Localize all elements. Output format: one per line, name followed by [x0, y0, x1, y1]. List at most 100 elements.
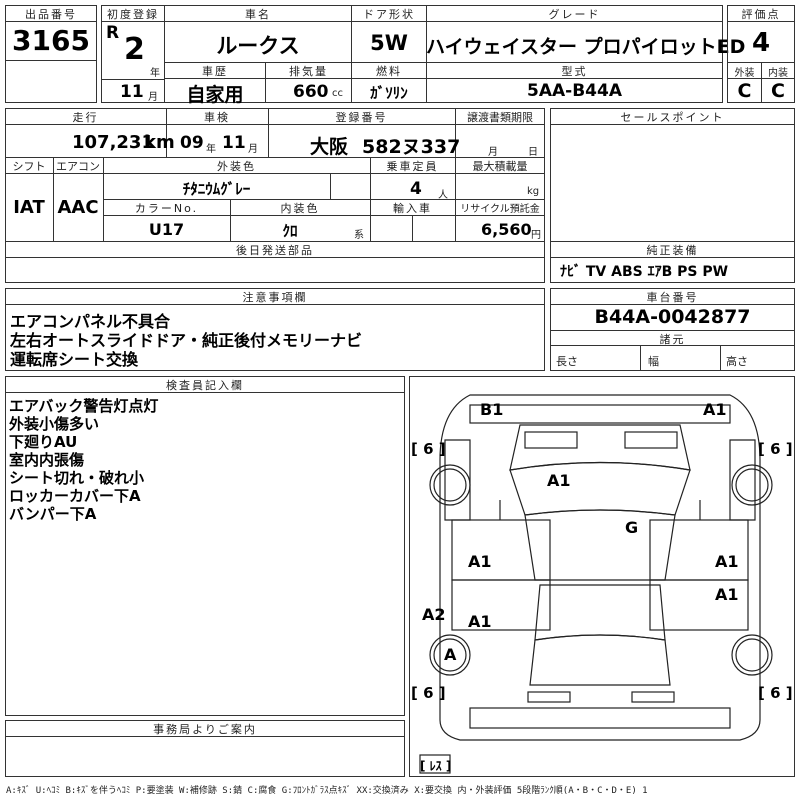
front-bumper	[469, 404, 731, 424]
inspector-line: 室内内張傷	[9, 451, 85, 469]
plate-area: 大阪	[310, 136, 349, 158]
damage-mark: A1	[547, 471, 571, 490]
right-front-fender	[729, 439, 756, 521]
right-front-door	[649, 519, 749, 581]
spare-box	[419, 754, 451, 774]
transfer-month: 月	[488, 147, 498, 158]
tire-tread-rear-right: [ 6 ]	[758, 684, 793, 702]
color-no-label: カラーNo.	[134, 202, 199, 215]
damage-mark: A1	[468, 552, 492, 571]
plate-number: 582ヌ337	[362, 136, 461, 158]
int-grade-label: 内装	[768, 68, 788, 79]
inspection-month: 11	[222, 133, 246, 153]
left-front-door	[451, 519, 551, 581]
reg-month: 11	[120, 82, 144, 102]
damage-mark: A1	[715, 585, 739, 604]
car-name: ルークス	[216, 34, 300, 58]
reg-year: 2	[124, 32, 145, 67]
damage-mark: A1	[703, 400, 727, 419]
mileage: 107,231	[72, 132, 154, 153]
notes-frame	[5, 288, 545, 371]
inspection-label: 車検	[204, 111, 230, 124]
transfer-day: 日	[528, 147, 538, 158]
inspector-label: 検査員記入欄	[166, 379, 244, 392]
tire-tread-rear-left: [ 6 ]	[411, 684, 446, 702]
damage-mark: A1	[468, 612, 492, 631]
capacity-unit: 人	[438, 190, 448, 201]
model: 5AA-B44A	[527, 81, 622, 101]
tire-tread-front-left: [ 6 ]	[411, 440, 446, 458]
height-label: 高さ	[726, 355, 748, 368]
load-label: 最大積載量	[472, 160, 528, 173]
model-label: 型式	[561, 65, 588, 78]
int-color-unit: 系	[354, 230, 364, 241]
fuel: ｶﾞｿﾘﾝ	[370, 84, 408, 102]
later-parts-label: 後日発送部品	[236, 244, 314, 257]
damage-mark: A	[444, 645, 457, 664]
tire-tread-front-right: [ 6 ]	[758, 440, 793, 458]
grade: ハイウェイスター プロパイロットED	[426, 36, 746, 58]
roof	[524, 509, 676, 581]
inspector-line: シート切れ・破れ小	[9, 469, 145, 487]
inspector-frame	[5, 376, 405, 716]
inspector-line: 外装小傷多い	[9, 415, 100, 433]
recycle-unit: 円	[531, 230, 541, 241]
spare-tire: [ ﾚｽ ]	[420, 759, 452, 773]
car-body-outline	[439, 394, 761, 741]
wheel-front-left-inner	[433, 468, 467, 502]
wheel-front-right	[731, 464, 773, 506]
capacity: 4	[410, 179, 422, 199]
office-frame	[5, 720, 405, 777]
wheel-rear-right-inner	[735, 638, 769, 672]
displacement-unit: cc	[332, 88, 343, 99]
front-grille-2	[624, 431, 678, 449]
inspector-line: 下廻りAU	[9, 433, 78, 451]
damage-mark: A1	[715, 552, 739, 571]
doors-label: ドア形状	[363, 8, 415, 21]
displacement-label: 排気量	[289, 65, 328, 78]
ac-label: エアコン	[56, 160, 100, 173]
history: 自家用	[186, 84, 244, 106]
wheel-rear-left	[429, 634, 471, 676]
windshield	[509, 461, 691, 516]
lot-number-label: 出品番号	[25, 8, 77, 21]
era-letter: R	[106, 23, 120, 43]
equipment-label: 純正装備	[646, 244, 699, 257]
rear-bumper	[469, 707, 731, 729]
specs-label: 諸元	[659, 333, 686, 346]
chassis-frame	[550, 288, 795, 371]
ext-grade: C	[737, 80, 752, 102]
notes-line: 左右オートスライドドア・純正後付メモリーナビ	[10, 331, 363, 350]
color-label: 外装色	[217, 160, 256, 173]
inspector-line: ロッカーカバー下A	[9, 487, 141, 505]
chassis-label: 車台番号	[646, 291, 699, 304]
right-rear-door	[649, 579, 749, 631]
sales-point-frame	[550, 108, 795, 283]
equipment: ﾅﾋﾞ TV ABS ｴｱB PS PW	[560, 264, 729, 280]
ac: AAC	[57, 197, 99, 218]
recycle: 6,560	[481, 220, 532, 239]
displacement: 660	[293, 82, 329, 102]
mileage-label: 走行	[72, 111, 99, 124]
fuel-label: 燃料	[376, 65, 402, 78]
model-cell	[426, 62, 723, 103]
car-diagram-frame	[409, 376, 795, 777]
score: 4	[751, 28, 771, 58]
car-name-label: 車名	[245, 8, 271, 21]
width-label: 幅	[648, 355, 659, 368]
notes-label: 注意事項欄	[242, 291, 308, 304]
damage-mark: B1	[480, 400, 504, 419]
import-label: 輸入車	[393, 202, 432, 215]
color-no: U17	[148, 220, 185, 239]
plate-label: 登録番号	[335, 111, 388, 124]
notes-line: 運転席シート交換	[10, 350, 139, 369]
doors: 5W	[370, 31, 408, 55]
wheel-front-left	[429, 464, 471, 506]
history-label: 車歴	[202, 65, 228, 78]
load-unit: kg	[527, 186, 540, 197]
rear-bumper-1	[527, 691, 571, 703]
shift-label: シフト	[12, 160, 46, 173]
transfer-label: 譲渡書類期限	[467, 111, 533, 124]
recycle-label: リサイクル預託金	[460, 204, 540, 215]
